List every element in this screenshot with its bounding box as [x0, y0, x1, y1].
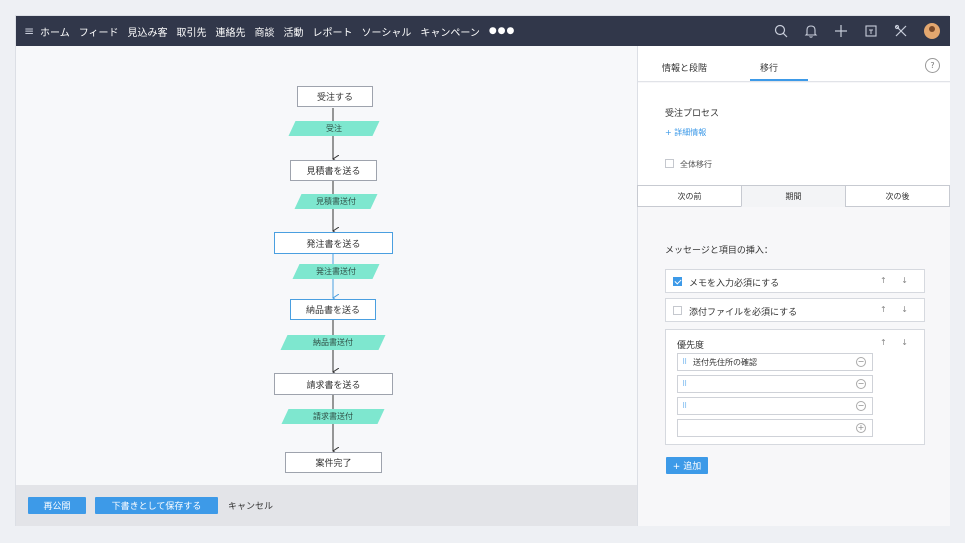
drag-handle-icon[interactable]: ⠿ — [682, 358, 688, 366]
state-box[interactable]: 受注する — [297, 86, 373, 107]
option-card: 添付ファイルを必須にする ↑ ↓ — [665, 298, 925, 322]
priority-row[interactable]: ⠿ − — [677, 375, 873, 393]
state-box[interactable]: 見積書を送る — [290, 160, 377, 181]
state-box[interactable]: 請求書を送る — [274, 373, 393, 395]
transition-info: 受注プロセス + 詳細情報 全体移行 — [638, 83, 950, 185]
search-icon[interactable] — [766, 16, 796, 46]
process-title: 受注プロセス — [665, 109, 720, 119]
state-box[interactable]: 発注書を送る — [274, 232, 393, 254]
add-button[interactable]: + 追加 — [666, 457, 708, 474]
transition-label: 見積書送付 — [316, 197, 356, 206]
transition-label: 受注 — [326, 124, 342, 133]
transition-label: 請求書送付 — [313, 412, 353, 421]
priority-row[interactable]: ⠿ 送付先住所の確認 − — [677, 353, 873, 371]
all-transition-label: 全体移行 — [680, 160, 712, 169]
transition-shape[interactable]: 納品書送付 — [284, 335, 382, 350]
state-box[interactable]: 案件完了 — [285, 452, 382, 473]
memo-required-checkbox[interactable] — [673, 277, 682, 286]
app-window: ≡ ホーム フィード 見込み客 取引先 連絡先 商談 活動 レポート ソーシャル… — [15, 15, 950, 526]
save-draft-button[interactable]: 下書きとして保存する — [95, 497, 218, 514]
blueprint-canvas[interactable]: 受注する 受注 見積書を送る 見積書送付 発注書を送る 発注書送付 納品書を送る… — [16, 46, 637, 485]
drag-handle-icon[interactable]: ⠿ — [682, 402, 688, 410]
nav-actions — [766, 16, 944, 46]
transition-shape[interactable]: 見積書送付 — [298, 194, 374, 209]
properties-panel: 情報と段階 移行 ? 受注プロセス + 詳細情報 全体移行 次の前 期間 次の後… — [637, 46, 950, 526]
panel-tabs: 情報と段階 移行 ? — [638, 46, 950, 82]
top-nav: ≡ ホーム フィード 見込み客 取引先 連絡先 商談 活動 レポート ソーシャル… — [16, 16, 950, 46]
calendar-icon[interactable] — [856, 16, 886, 46]
drag-handle-icon[interactable]: ⠿ — [682, 380, 688, 388]
nav-item-accounts[interactable]: 取引先 — [176, 27, 207, 39]
active-tab-indicator — [750, 79, 808, 81]
transition-shape[interactable]: 請求書送付 — [285, 409, 381, 424]
nav-item-campaigns[interactable]: キャンペーン — [420, 27, 480, 39]
reorder-arrows-icon[interactable]: ↑ ↓ — [880, 338, 914, 347]
transition-shape[interactable]: 発注書送付 — [296, 264, 376, 279]
option-label: 添付ファイルを必須にする — [689, 308, 798, 318]
remove-icon[interactable]: − — [856, 379, 866, 389]
bell-icon[interactable] — [796, 16, 826, 46]
nav-item-home[interactable]: ホーム — [40, 27, 70, 39]
nav-item-activities[interactable]: 活動 — [283, 27, 304, 39]
nav-item-social[interactable]: ソーシャル — [361, 27, 412, 39]
priority-row[interactable]: ⠿ − — [677, 397, 873, 415]
state-box[interactable]: 納品書を送る — [290, 299, 376, 320]
remove-icon[interactable]: − — [856, 357, 866, 367]
priority-row[interactable]: + — [677, 419, 873, 437]
detail-link[interactable]: + 詳細情報 — [665, 128, 707, 137]
republish-button[interactable]: 再公開 — [28, 497, 86, 514]
tab-info-stages[interactable]: 情報と段階 — [662, 64, 708, 74]
all-transition-checkbox[interactable] — [665, 159, 674, 168]
segment-after[interactable]: 次の後 — [845, 185, 950, 207]
segment-before[interactable]: 次の前 — [637, 185, 742, 207]
segment-during[interactable]: 期間 — [741, 185, 846, 207]
option-card: メモを入力必須にする ↑ ↓ — [665, 269, 925, 293]
option-label: メモを入力必須にする — [689, 279, 780, 289]
priority-row-label: 送付先住所の確認 — [693, 358, 757, 367]
reorder-arrows-icon[interactable]: ↑ ↓ — [880, 276, 914, 285]
plus-icon[interactable] — [826, 16, 856, 46]
nav-item-deals[interactable]: 商談 — [254, 27, 275, 39]
insert-label: メッセージと項目の挿入： — [665, 246, 773, 256]
nav-item-reports[interactable]: レポート — [312, 27, 353, 39]
stage-segment-control: 次の前 期間 次の後 — [637, 185, 950, 207]
transition-label: 納品書送付 — [313, 338, 353, 347]
menu-icon[interactable]: ≡ — [24, 24, 35, 38]
help-icon[interactable]: ? — [925, 58, 940, 73]
nav-item-contacts[interactable]: 連絡先 — [215, 27, 246, 39]
tools-icon[interactable] — [886, 16, 916, 46]
attachment-required-checkbox[interactable] — [673, 306, 682, 315]
add-row-icon[interactable]: + — [856, 423, 866, 433]
transition-label: 発注書送付 — [316, 267, 356, 276]
avatar[interactable] — [924, 23, 940, 39]
remove-icon[interactable]: − — [856, 401, 866, 411]
more-icon[interactable]: ●●● — [488, 26, 516, 36]
cancel-button[interactable]: キャンセル — [228, 502, 274, 512]
priority-title: 優先度 — [677, 341, 705, 351]
bottom-action-bar: 再公開 下書きとして保存する キャンセル — [16, 485, 637, 526]
reorder-arrows-icon[interactable]: ↑ ↓ — [880, 305, 914, 314]
transition-shape[interactable]: 受注 — [292, 121, 376, 136]
nav-item-leads[interactable]: 見込み客 — [127, 27, 168, 39]
nav-item-feed[interactable]: フィード — [78, 27, 119, 39]
priority-card: 優先度 ↑ ↓ ⠿ 送付先住所の確認 − ⠿ − ⠿ − + — [665, 329, 925, 445]
tab-transition[interactable]: 移行 — [760, 64, 779, 74]
